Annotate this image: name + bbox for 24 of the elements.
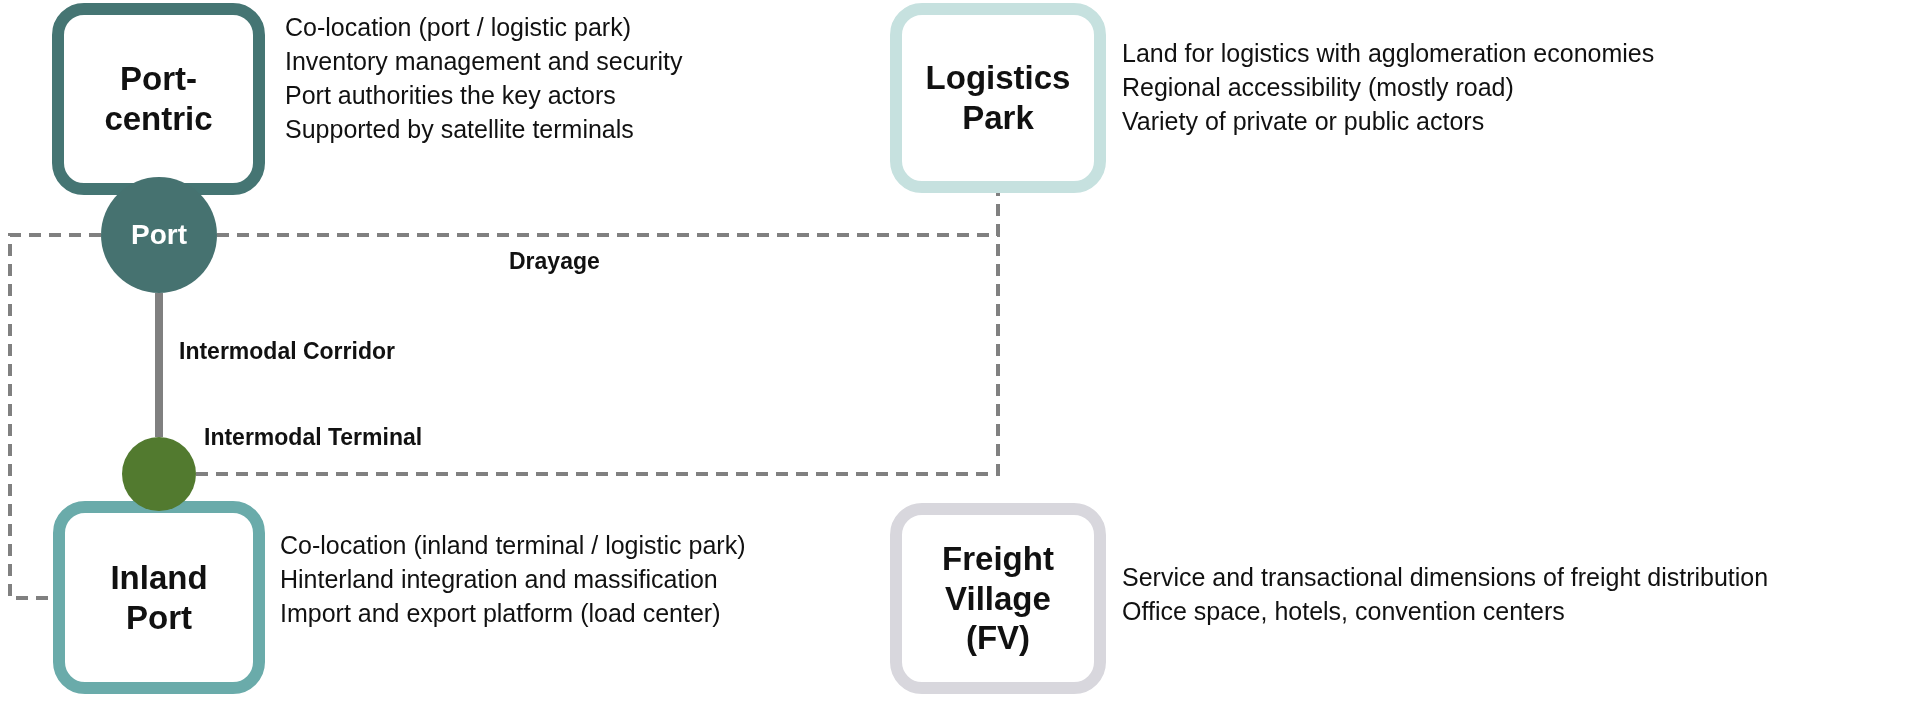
feature-text: Co-location (port / logistic park): [285, 12, 632, 43]
terminal-label: Intermodal Terminal: [204, 424, 423, 451]
feature-text: Regional accessibility (mostly road): [1122, 72, 1515, 103]
feature-text: Land for logistics with agglomeration economies: [1122, 38, 1655, 69]
concept-box: [52, 3, 265, 195]
box-title: Inland Port: [109, 557, 209, 638]
feature-text: Import and export platform (load center): [280, 598, 722, 629]
node-label: Port: [131, 219, 187, 251]
feature-text: Port authorities the key actors: [285, 80, 617, 111]
concept-box: [53, 501, 265, 694]
connector-line: [8, 233, 101, 600]
box-title: Port-centric: [103, 59, 214, 139]
feature-text: Inventory management and security: [285, 46, 683, 77]
feature-text: Co-location (inland terminal / logistic park): [280, 530, 746, 561]
feature-text: Hinterland integration and massification: [280, 564, 719, 595]
feature-text: Variety of private or public actors: [1122, 106, 1486, 137]
box-title: Freight Village (FV): [941, 539, 1055, 658]
feature-text: Office space, hotels, convention centers: [1122, 596, 1566, 627]
box-title: Logistics Park: [924, 58, 1072, 138]
corridor-line: [155, 293, 163, 437]
concept-box: [890, 503, 1106, 694]
concept-box: [890, 3, 1106, 193]
feature-text: Service and transactional dimensions of freight distribution: [1122, 562, 1769, 593]
feature-text: Supported by satellite terminals: [285, 114, 635, 145]
